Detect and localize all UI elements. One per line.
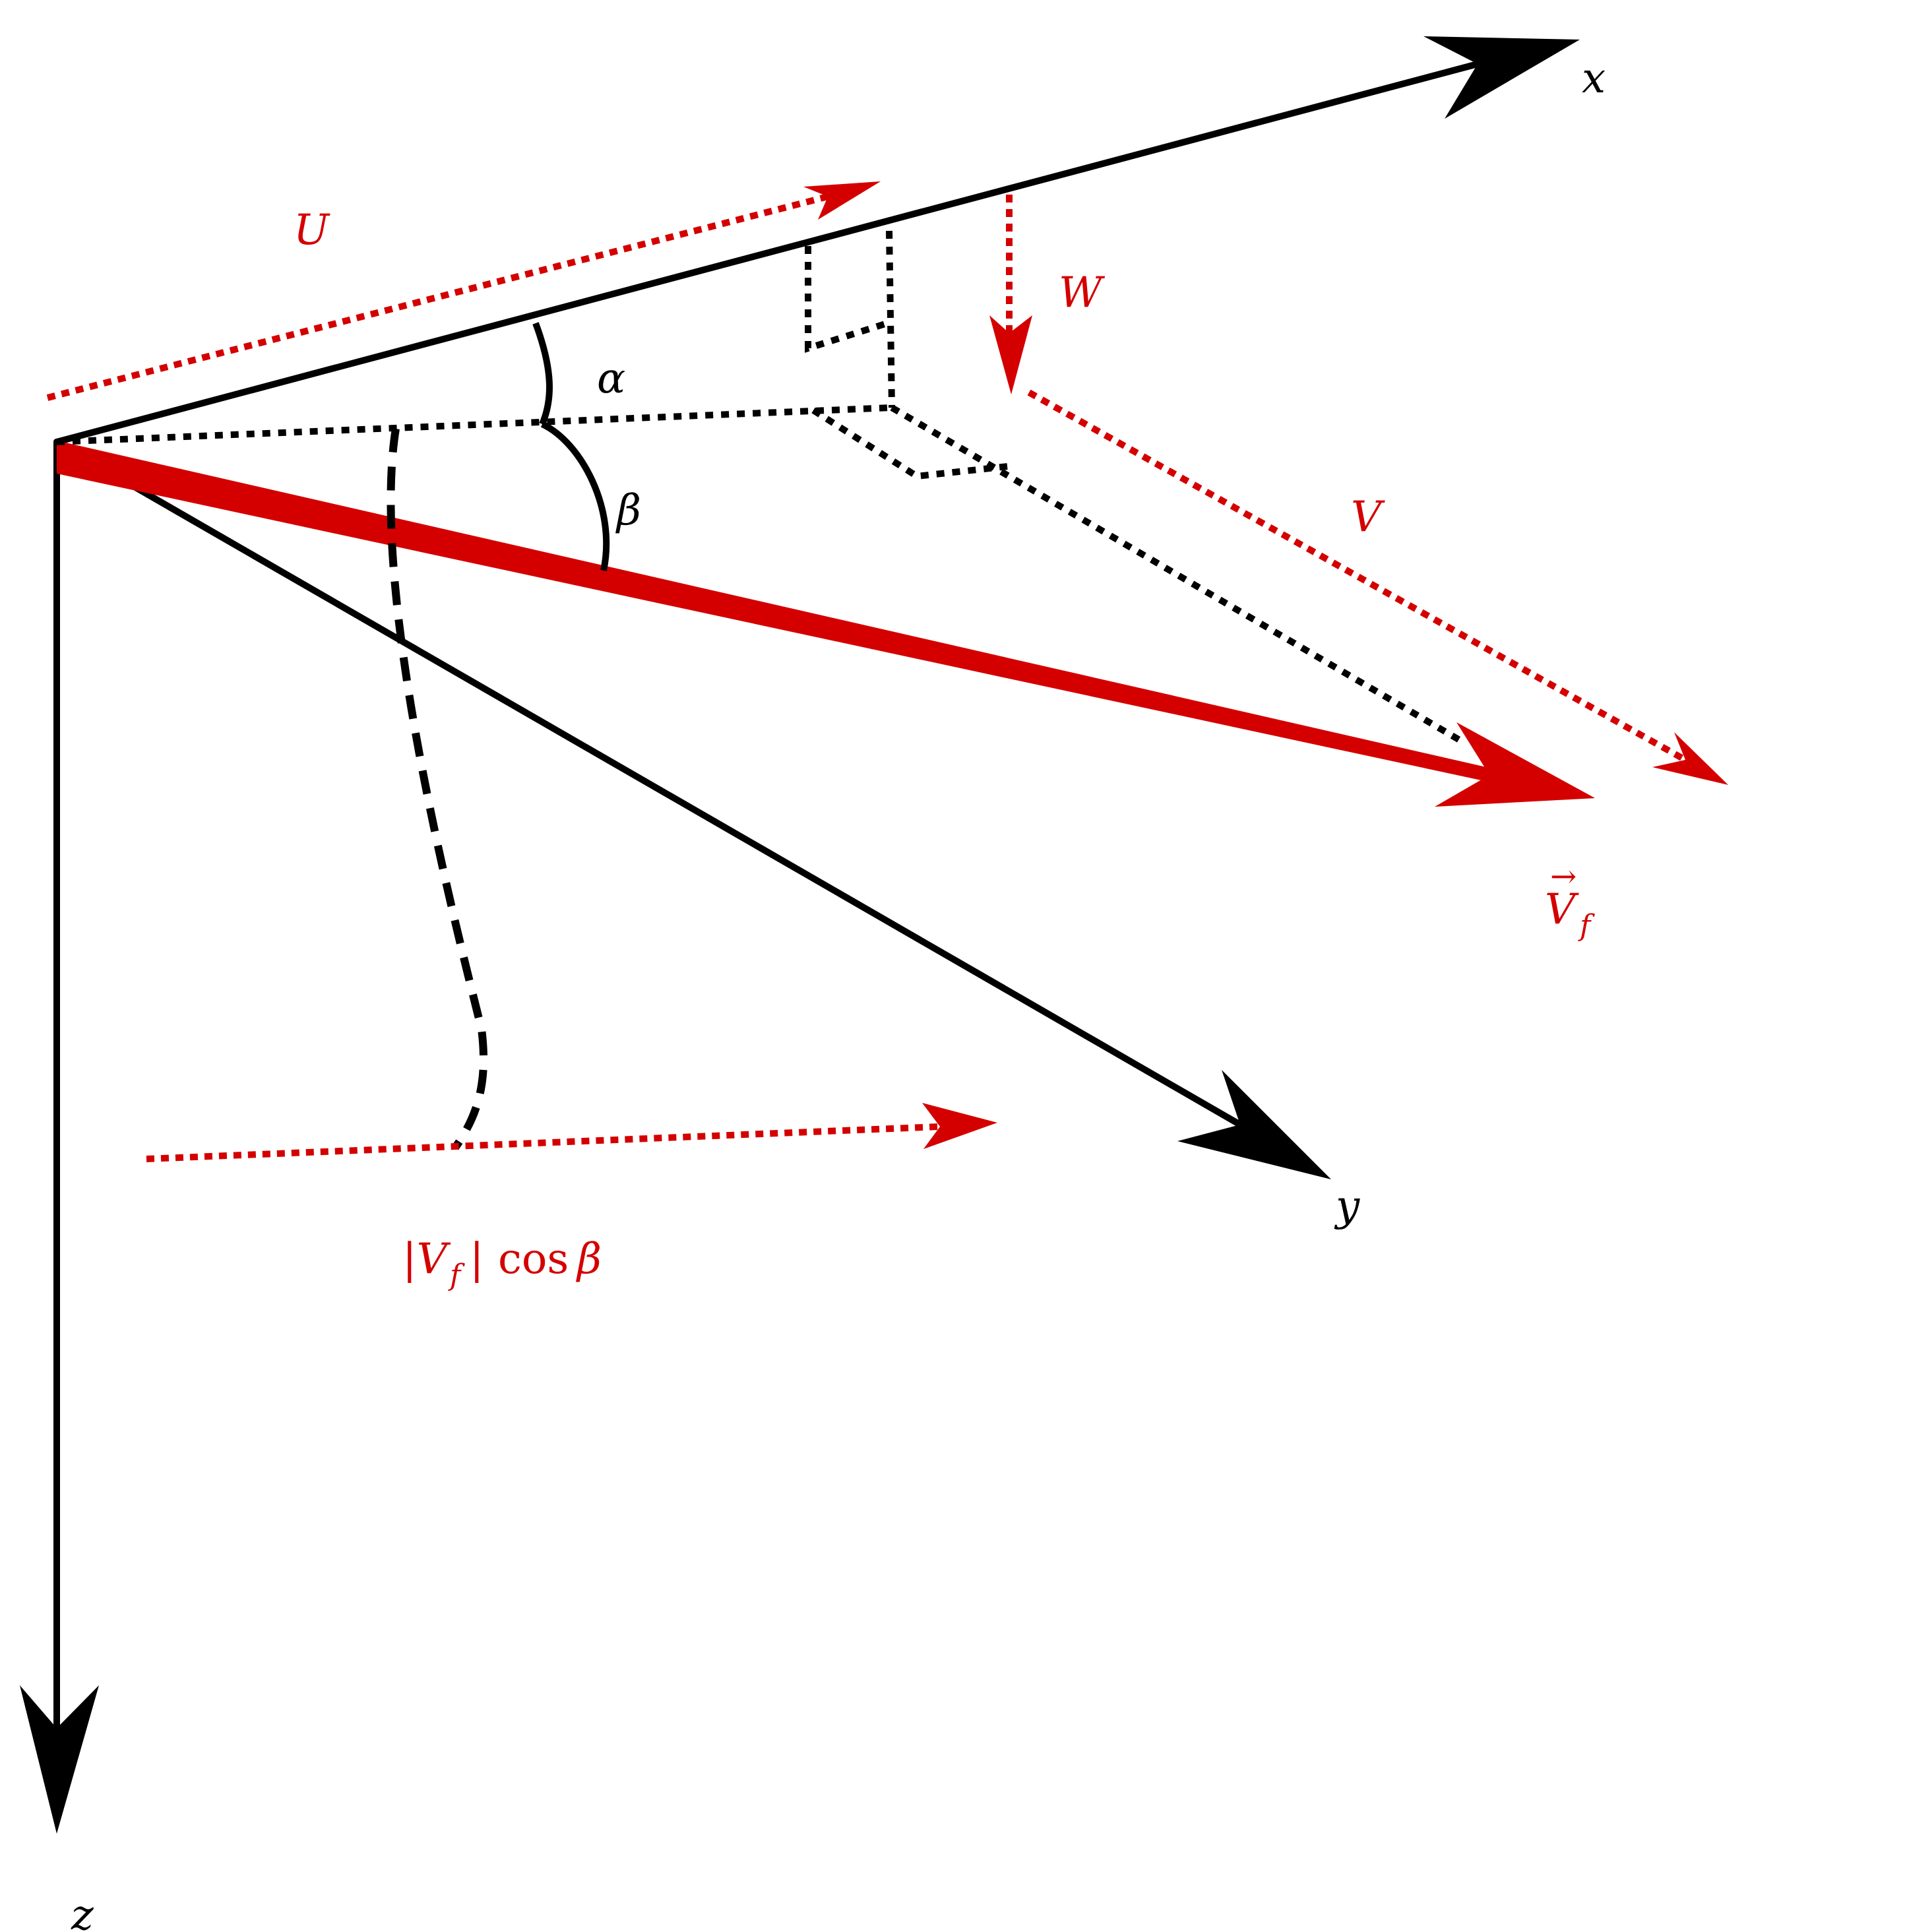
x-axis-label: x (1582, 54, 1606, 103)
y-axis-line (53, 439, 1243, 1128)
u-label: U (294, 206, 330, 255)
vf-label: → V f (1545, 858, 1595, 943)
vf-cos-beta-label: |V f | cos β (402, 1235, 602, 1292)
vf-subscript: f (1578, 909, 1595, 943)
x-axis-line (53, 61, 1481, 445)
v-label: V (1351, 493, 1385, 542)
vf-cos-func: cos (498, 1235, 569, 1284)
vertical-drop-line (886, 230, 895, 408)
cos-beta-dashed-arc (387, 428, 488, 1150)
construction-lines (56, 230, 1465, 745)
vf-main-letter: V (1545, 885, 1579, 934)
labels: x y z α β U W V → V f |V f | cos β (71, 54, 1606, 1932)
alpha-label: α (597, 354, 625, 403)
u-vector-arrowhead (803, 181, 881, 220)
y-axis-label: y (1334, 1182, 1360, 1231)
vf-arrow-accent: → (1550, 858, 1577, 895)
y-axis-arrowhead (1177, 1070, 1331, 1179)
vf-arrowhead (1435, 722, 1595, 807)
z-axis-arrowhead (20, 1685, 99, 1834)
vf-cos-angle: β (576, 1235, 602, 1284)
beta-label: β (615, 486, 641, 535)
xy-projection-line (56, 404, 892, 445)
x-axis-arrowhead (1423, 36, 1580, 119)
vf-cos-sub: f (448, 1259, 465, 1292)
vf-cos-open: |V (402, 1235, 451, 1284)
w-vector-arrowhead (989, 315, 1032, 394)
alpha-arc (532, 322, 553, 425)
u-vector-line (46, 193, 829, 401)
w-label: W (1059, 268, 1106, 317)
velocity-vector-vf (57, 441, 1595, 807)
beta-arc (540, 421, 610, 572)
angle-arcs (532, 322, 610, 572)
axes (20, 36, 1580, 1834)
vf-cos-beta-arrowhead (922, 1103, 997, 1149)
v-vector-line (1027, 389, 1687, 763)
projection-to-vf-tip (890, 404, 1465, 745)
vf-arrow-shaft (57, 441, 1492, 782)
vf-cos-beta-vector-line (146, 1123, 941, 1162)
vf-cos-close: | (470, 1235, 484, 1284)
component-vectors (46, 181, 1728, 1162)
z-axis-label: z (71, 1891, 94, 1932)
v-vector-arrowhead (1652, 732, 1728, 785)
right-angle-marker-top (805, 246, 889, 353)
